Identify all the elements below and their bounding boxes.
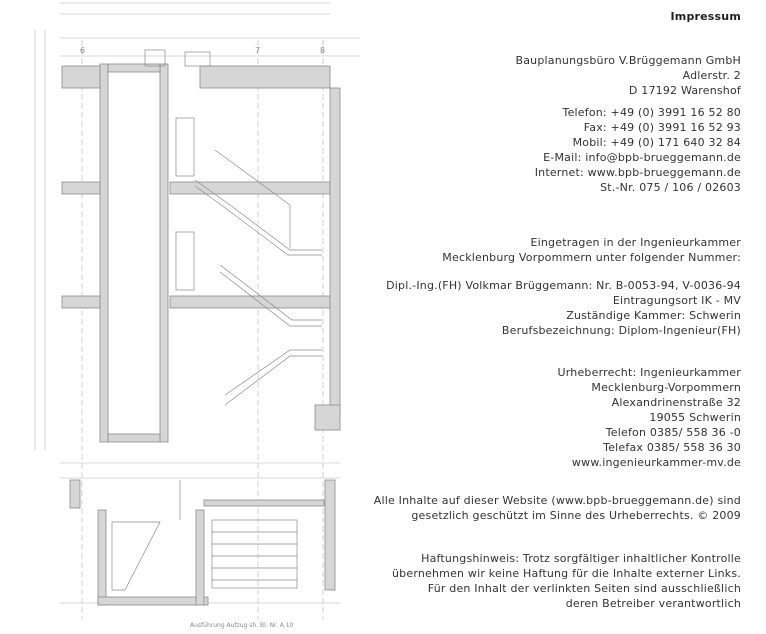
- disclaimer: Haftungshinweis: Trotz sorgfältiger inha…: [392, 551, 741, 611]
- contact-email[interactable]: E-Mail: info@bpb-brueggemann.de: [543, 151, 741, 164]
- axis-label-6: 6: [80, 46, 85, 55]
- drawing-caption: Ausführung Aufzug sh. Bl. Nr. A 10: [190, 622, 294, 629]
- contact-info: Telefon: +49 (0) 3991 16 52 80 Fax: +49 …: [535, 105, 741, 195]
- copyright-notice-line: Alle Inhalte auf dieser Website (www.bpb…: [373, 494, 741, 507]
- registration-intro-line: Eingetragen in der Ingenieurkammer: [530, 236, 741, 249]
- tax-number: St.-Nr. 075 / 106 / 02603: [600, 181, 741, 194]
- copyright-holder-line: Alexandrinenstraße 32: [611, 396, 741, 409]
- registration-place: Eintragungsort IK - MV: [612, 294, 741, 307]
- registration-details: Dipl.-Ing.(FH) Volkmar Brüggemann: Nr. B…: [386, 278, 741, 338]
- responsible-chamber: Zuständige Kammer: Schwerin: [566, 309, 741, 322]
- copyright-holder-line: Urheberrecht: Ingenieurkammer: [557, 366, 741, 379]
- copyright-holder-line: 19055 Schwerin: [649, 411, 741, 424]
- copyright-holder-line: Telefax 0385/ 558 36 30: [603, 441, 741, 454]
- disclaimer-line: übernehmen wir keine Haftung für die Inh…: [392, 567, 741, 580]
- copyright-holder-line: Telefon 0385/ 558 36 -0: [605, 426, 741, 439]
- copyright-holder: Urheberrecht: Ingenieurkammer Mecklenbur…: [558, 365, 741, 470]
- company-address: Bauplanungsbüro V.Brüggemann GmbH Adlers…: [516, 53, 742, 98]
- company-street: Adlerstr. 2: [682, 69, 741, 82]
- disclaimer-line: deren Betreiber verantwortlich: [565, 597, 741, 610]
- architectural-drawing: 6 7 8 Ausführung Aufzug sh. Bl. Nr. A 10: [34, 2, 360, 629]
- job-title: Berufsbezeichnung: Diplom-Ingenieur(FH): [501, 324, 741, 337]
- chamber-website-link[interactable]: www.ingenieurkammer-mv.de: [571, 456, 741, 469]
- registration-intro: Eingetragen in der Ingenieurkammer Meckl…: [442, 235, 741, 265]
- disclaimer-line: Haftungshinweis: Trotz sorgfältiger inha…: [421, 552, 741, 565]
- contact-fax: Fax: +49 (0) 3991 16 52 93: [583, 121, 741, 134]
- axis-label-8: 8: [320, 46, 325, 55]
- registration-intro-line: Mecklenburg Vorpommern unter folgender N…: [442, 251, 741, 264]
- copyright-notice: Alle Inhalte auf dieser Website (www.bpb…: [374, 493, 741, 523]
- contact-website[interactable]: Internet: www.bpb-brueggemann.de: [534, 166, 741, 179]
- copyright-holder-line: Mecklenburg-Vorpommern: [591, 381, 741, 394]
- axis-label-7: 7: [255, 46, 260, 55]
- contact-phone: Telefon: +49 (0) 3991 16 52 80: [562, 106, 741, 119]
- company-name: Bauplanungsbüro V.Brüggemann GmbH: [515, 54, 741, 67]
- page-title: Impressum: [670, 10, 741, 23]
- registration-number: Dipl.-Ing.(FH) Volkmar Brüggemann: Nr. B…: [386, 279, 741, 292]
- disclaimer-line: Für den Inhalt der verlinkten Seiten sin…: [427, 582, 741, 595]
- company-city: D 17192 Warenshof: [628, 84, 741, 97]
- copyright-notice-line: gesetzlich geschützt im Sinne des Urhebe…: [411, 509, 741, 522]
- contact-mobile: Mobil: +49 (0) 171 640 32 84: [572, 136, 741, 149]
